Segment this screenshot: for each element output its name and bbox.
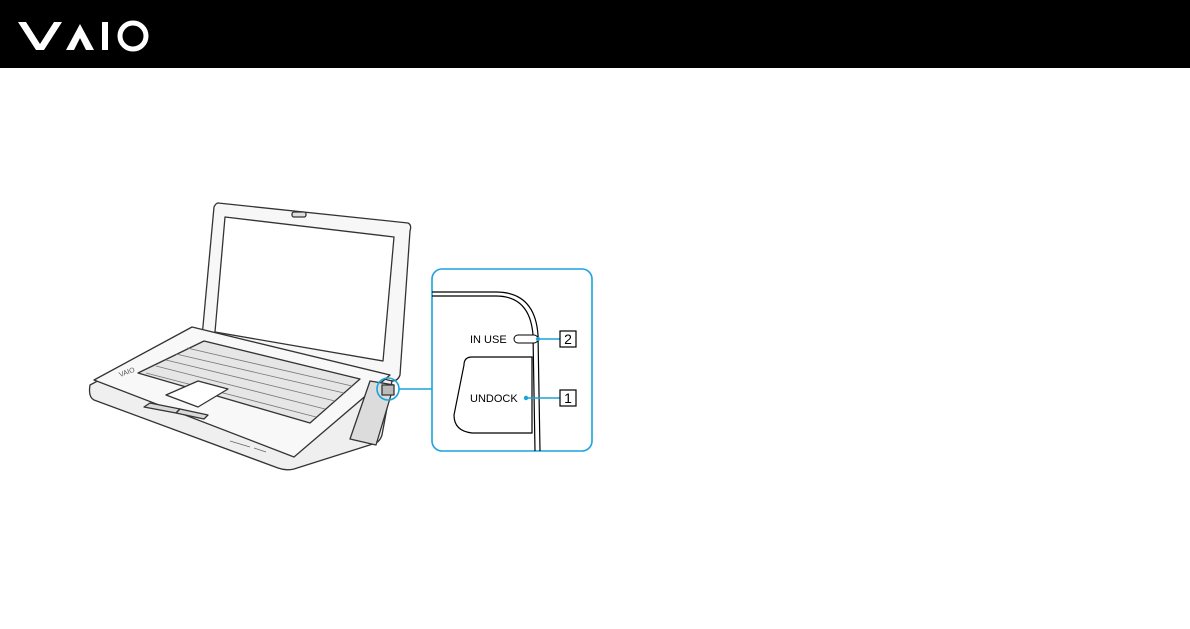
vaio-logo: [16, 16, 150, 52]
callout-number-2: 2: [564, 331, 572, 347]
laptop-illustration: VAIO: [90, 203, 411, 470]
callout-number-1: 1: [564, 390, 572, 406]
laptop-figure: VAIO IN USE 2 UNDOCK 1: [80, 195, 600, 480]
undock-label: UNDOCK: [470, 393, 518, 405]
in-use-label: IN USE: [470, 334, 507, 346]
in-use-indicator-icon: [514, 335, 538, 343]
header-bar: [0, 0, 1190, 68]
zoom-callout: IN USE 2 UNDOCK 1: [432, 269, 592, 451]
